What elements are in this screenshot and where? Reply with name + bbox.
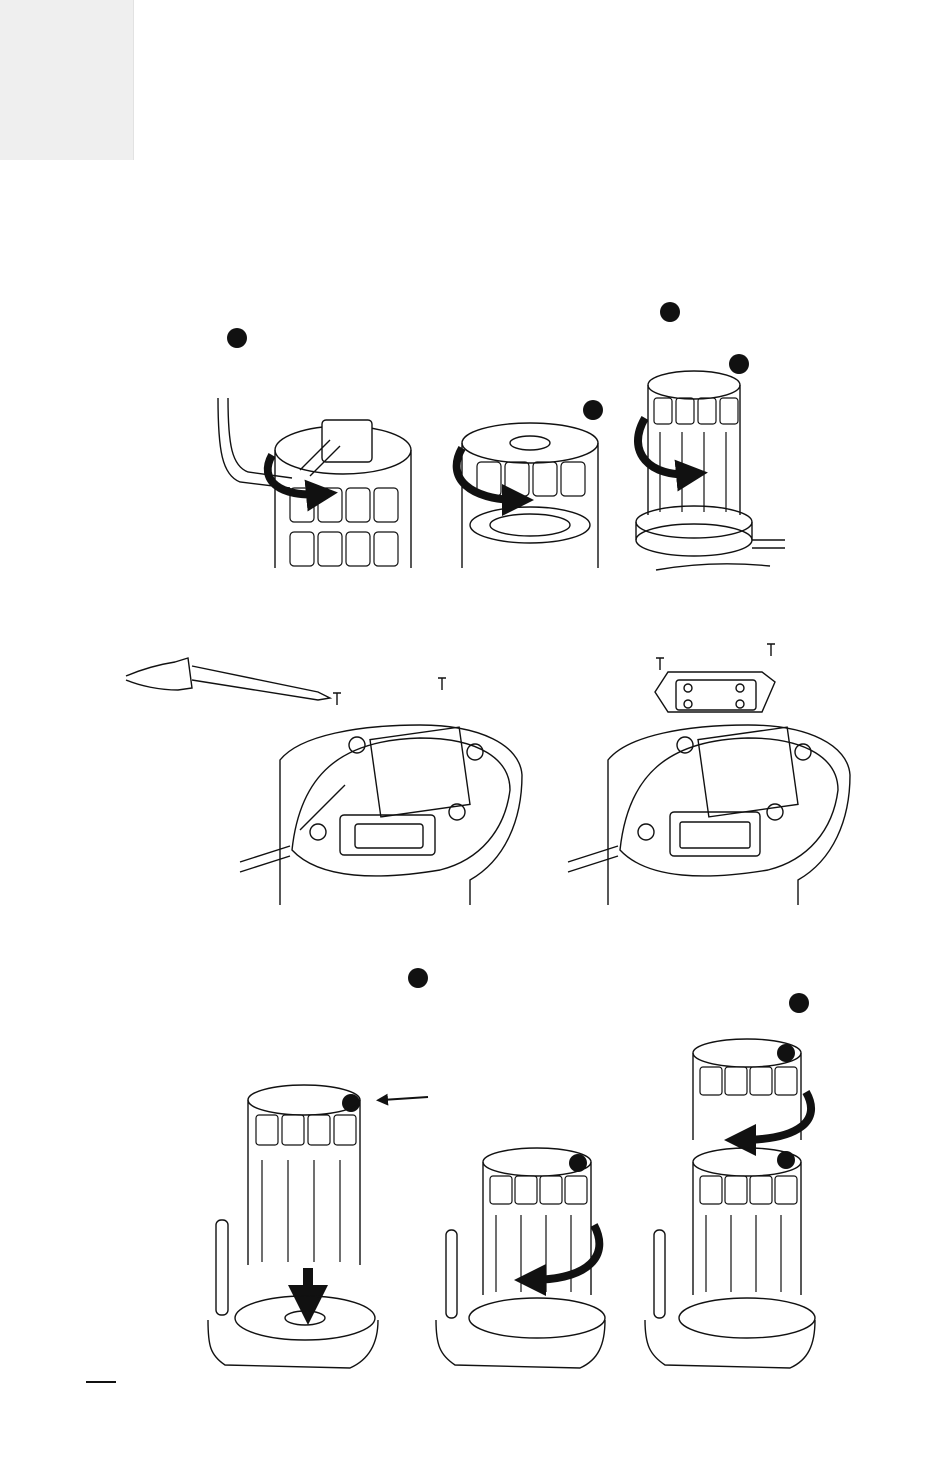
step-marker-dot [729, 354, 749, 374]
screwdriver [126, 658, 330, 700]
step-marker-dot [227, 328, 247, 348]
step-marker-dot [660, 302, 680, 322]
screws-loose [333, 644, 775, 705]
step-marker-dot [408, 968, 428, 988]
row3-step2-figure [436, 1148, 605, 1368]
row2-left-base-figure [240, 725, 522, 905]
row3-step1-figure [208, 968, 428, 1368]
battery-cover-detached [655, 672, 775, 712]
row2-right-base-figure [568, 725, 850, 905]
row1-step3-figure [636, 302, 785, 570]
row3-step3-figure [645, 993, 815, 1368]
step-marker-dot [583, 400, 603, 420]
row1-step1-figure [218, 328, 411, 568]
step-marker-dot [789, 993, 809, 1013]
row1-step2-figure [457, 400, 603, 568]
